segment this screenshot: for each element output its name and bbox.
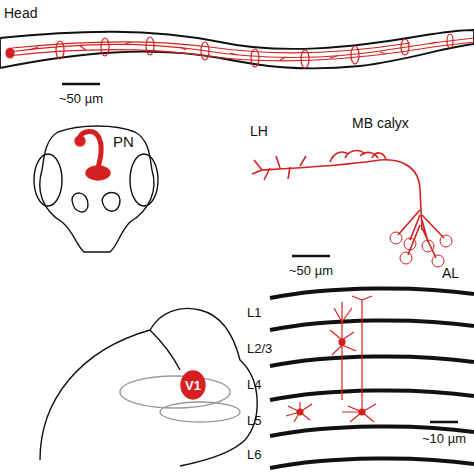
layer-label: L6 <box>247 448 261 461</box>
worm-drawing <box>0 30 474 84</box>
mouse-brain-drawing <box>40 308 257 466</box>
region-label: MB calyx <box>352 116 409 130</box>
layer-label: L4 <box>247 378 261 391</box>
cortical-layers <box>270 288 474 468</box>
layer-label: L5 <box>247 414 261 427</box>
scale-bar <box>430 421 458 424</box>
scale-label: ~10 µm <box>422 432 466 445</box>
scale-label: ~50 µm <box>59 92 103 105</box>
scale-label: ~50 µm <box>289 264 333 277</box>
layer-label: L1 <box>247 306 261 319</box>
projection-neuron-drawing <box>252 151 452 267</box>
scale-bar <box>292 255 330 258</box>
layer-label: L2/3 <box>247 342 272 355</box>
cortical-neurons <box>286 296 376 422</box>
region-label: V1 <box>185 379 201 392</box>
region-label: LH <box>250 124 268 138</box>
fly-brain-drawing <box>34 126 158 252</box>
region-label: Head <box>4 6 37 20</box>
cell-label: PN <box>113 134 134 149</box>
region-label: AL <box>442 266 459 280</box>
